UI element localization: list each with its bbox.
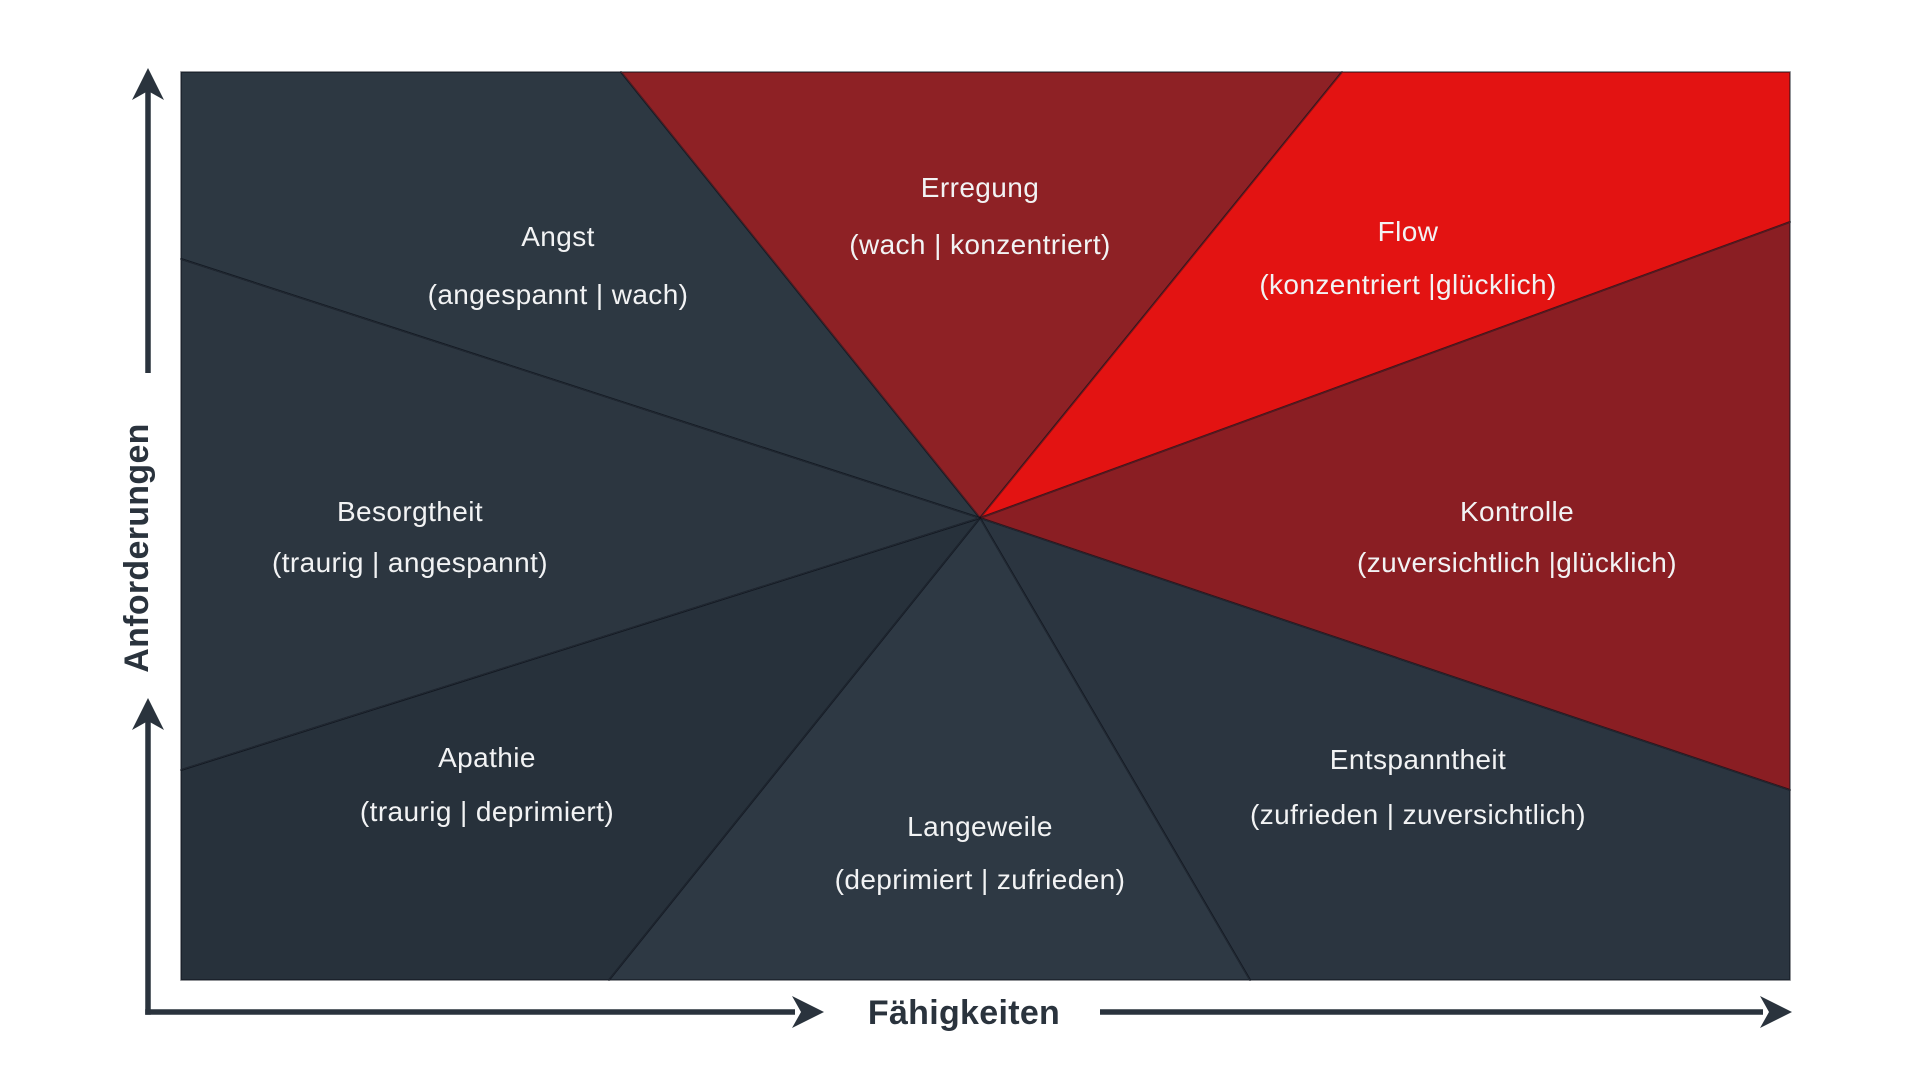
wedge-flow	[979, 71, 1791, 519]
x-axis-arrowhead-right	[1760, 996, 1792, 1028]
wedge-kontrolle-sublabel: (zuversichtlich |glücklich)	[1357, 547, 1677, 578]
wedge-langeweile-label: Langeweile	[907, 811, 1053, 842]
axis-marker-layer: Anforderungen Fähigkeiten	[118, 68, 1792, 1032]
wedge-besorgtheit-label: Besorgtheit	[337, 496, 483, 527]
wedge-erregung-sublabel: (wach | konzentriert)	[849, 229, 1111, 260]
wedge-erregung-label: Erregung	[921, 172, 1039, 203]
y-axis-label: Anforderungen	[118, 423, 156, 672]
y-axis-arrowhead-top	[132, 68, 164, 100]
wedge-apathie-label: Apathie	[438, 742, 536, 773]
x-axis-arrowhead-mid	[792, 996, 824, 1028]
wedge-layer	[180, 71, 1791, 981]
y-axis-arrowhead-mid	[132, 698, 164, 730]
wedge-angst-sublabel: (angespannt | wach)	[428, 279, 689, 310]
wedge-angst-label: Angst	[521, 221, 595, 252]
wedge-entspanntheit-sublabel: (zufrieden | zuversichtlich)	[1250, 799, 1586, 830]
wedge-apathie	[180, 517, 981, 981]
wedge-flow-sublabel: (konzentriert |glücklich)	[1259, 269, 1556, 300]
wedge-apathie-sublabel: (traurig | deprimiert)	[360, 796, 614, 827]
wedge-flow-label: Flow	[1378, 216, 1439, 247]
wedge-besorgtheit	[180, 258, 981, 771]
axis-line-layer	[145, 90, 1763, 1015]
wedge-entspanntheit-label: Entspanntheit	[1330, 744, 1506, 775]
wedge-kontrolle-label: Kontrolle	[1460, 496, 1574, 527]
wedge-label-layer: Angst (angespannt | wach) Erregung (wach…	[272, 172, 1677, 895]
wedge-besorgtheit-sublabel: (traurig | angespannt)	[272, 547, 548, 578]
x-axis-label: Fähigkeiten	[868, 994, 1060, 1032]
wedge-langeweile-sublabel: (deprimiert | zufrieden)	[835, 864, 1126, 895]
